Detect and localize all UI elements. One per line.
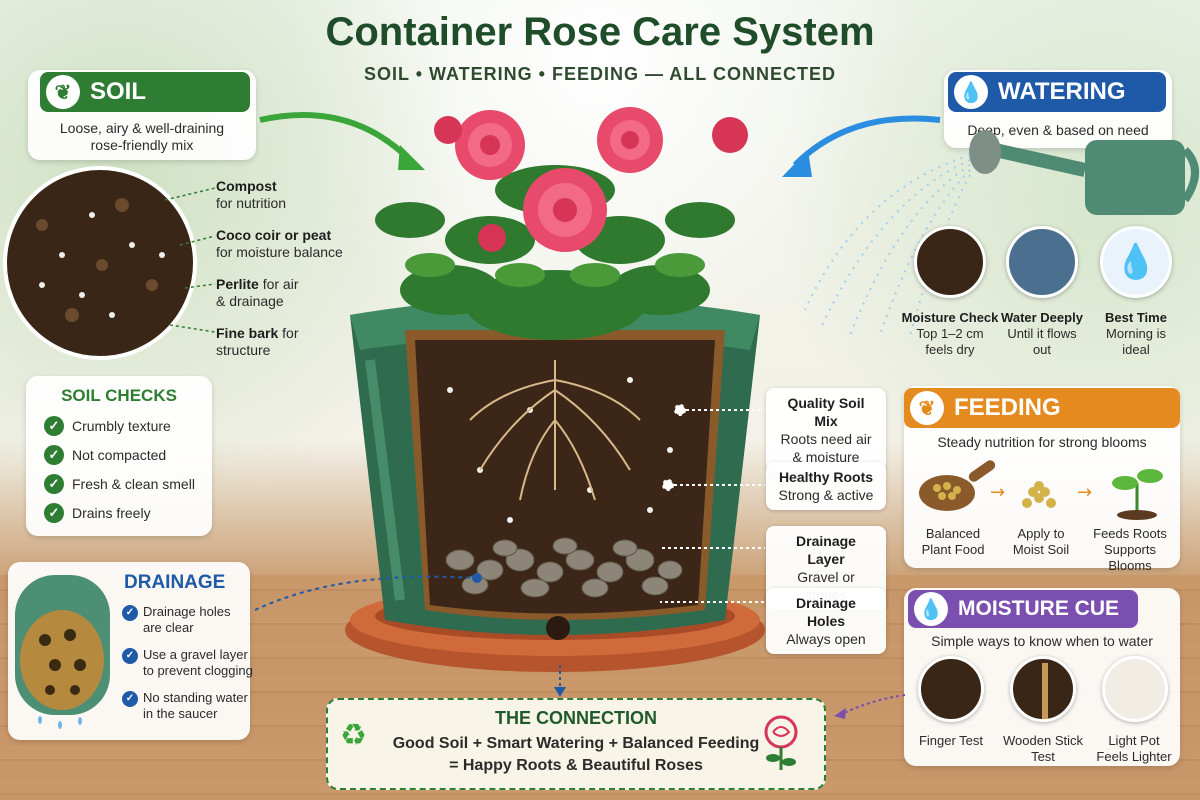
check-icon: ✓ bbox=[44, 474, 64, 494]
connection-line-2: = Happy Roots & Beautiful Roses bbox=[449, 757, 703, 774]
soil-header: ❦ SOIL bbox=[40, 72, 250, 112]
soil-check-3: Fresh & clean smell bbox=[72, 476, 195, 492]
soil-desc: Loose, airy & well-draining rose-friendl… bbox=[59, 120, 225, 153]
feeding-heading: FEEDING bbox=[954, 394, 1061, 421]
watering-heading: WATERING bbox=[998, 78, 1126, 105]
moisture-test-1: Finger Test bbox=[918, 733, 984, 748]
drainage-leader bbox=[254, 573, 482, 611]
watering-can-icon bbox=[969, 130, 1199, 215]
svg-text:→: → bbox=[1077, 482, 1092, 503]
best-time-image: 💧 bbox=[1100, 226, 1172, 298]
watering-arrow bbox=[782, 115, 941, 177]
check-icon: ✓ bbox=[44, 503, 64, 523]
moisture-desc: Simple ways to know when to water bbox=[931, 633, 1153, 649]
wooden-stick-image bbox=[1010, 656, 1076, 722]
connection-heading: THE CONNECTION bbox=[495, 708, 657, 728]
soil-heading: SOIL bbox=[90, 78, 147, 105]
soil-check-2: Not compacted bbox=[72, 447, 167, 463]
moisture-arrow bbox=[834, 694, 906, 719]
soil-leader-lines bbox=[164, 187, 216, 333]
finger-test-image bbox=[918, 656, 984, 722]
light-pot-image bbox=[1102, 656, 1168, 722]
soil-arrow bbox=[259, 112, 425, 170]
leaf-icon: ❦ bbox=[910, 391, 944, 425]
connection-panel bbox=[326, 698, 826, 790]
watering-header: 💧 WATERING bbox=[948, 72, 1166, 112]
moisture-heading: MOISTURE CUE bbox=[958, 597, 1120, 620]
watering-desc: Deep, even & based on need bbox=[967, 122, 1149, 138]
feeding-header: ❦ FEEDING bbox=[904, 388, 1180, 428]
feeding-steps-icons: → → bbox=[919, 460, 1163, 520]
water-drop-icon: 💧 bbox=[914, 592, 948, 626]
recycle-icon: ♻ bbox=[340, 719, 367, 752]
soil-closeup-image bbox=[3, 166, 197, 360]
soil-check-1: Crumbly texture bbox=[72, 418, 171, 434]
soil-item-coco: Coco coir or peat for moisture balance bbox=[216, 227, 343, 260]
rose-pot-illustration bbox=[345, 107, 765, 672]
page-subtitle: SOIL • WATERING • FEEDING — ALL CONNECTE… bbox=[364, 64, 836, 84]
soil-item-perlite: Perlite for air & drainage bbox=[216, 276, 299, 309]
check-icon: ✓ bbox=[122, 648, 138, 664]
connection-line-1: Good Soil + Smart Watering + Balanced Fe… bbox=[392, 735, 760, 752]
check-icon: ✓ bbox=[122, 605, 138, 621]
drainage-heading: DRAINAGE bbox=[124, 572, 226, 593]
connection-arrow bbox=[554, 665, 566, 697]
water-deeply-image bbox=[1006, 226, 1078, 298]
check-icon: ✓ bbox=[44, 416, 64, 436]
soil-checks-heading: SOIL CHECKS bbox=[61, 386, 177, 405]
page-title: Container Rose Care System bbox=[325, 10, 875, 54]
leaf-icon: ❦ bbox=[46, 75, 80, 109]
water-drop-icon: 💧 bbox=[1114, 243, 1158, 281]
soil-item-compost: Compost for nutrition bbox=[216, 178, 287, 211]
svg-text:→: → bbox=[990, 482, 1005, 503]
pot-bottom-image bbox=[15, 575, 110, 729]
check-icon: ✓ bbox=[122, 691, 138, 707]
check-icon: ✓ bbox=[44, 445, 64, 465]
soil-item-bark: Fine bark for structure bbox=[216, 325, 299, 358]
callout-leaders bbox=[660, 404, 765, 603]
rose-icon bbox=[764, 715, 798, 770]
water-drop-icon: 💧 bbox=[954, 75, 988, 109]
moisture-header: 💧 MOISTURE CUE bbox=[908, 590, 1138, 628]
feeding-desc: Steady nutrition for strong blooms bbox=[937, 434, 1147, 450]
moisture-check-image bbox=[914, 226, 986, 298]
soil-check-4: Drains freely bbox=[72, 505, 151, 521]
